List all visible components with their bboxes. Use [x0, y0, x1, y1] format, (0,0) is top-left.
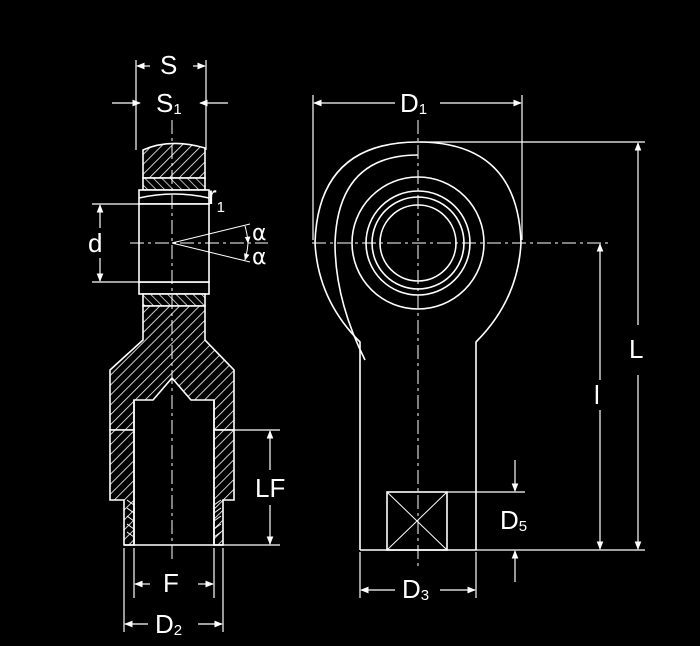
label-s: S — [160, 50, 177, 80]
label-l-upper: L — [629, 334, 643, 364]
section-view — [109, 120, 268, 560]
label-d: d — [88, 228, 102, 258]
label-d1: D1 — [400, 88, 427, 118]
dimensions-left — [92, 60, 280, 632]
thread-ticks — [126, 499, 222, 538]
head-cap-hatched — [142, 142, 206, 179]
label-d2: D2 — [155, 609, 182, 639]
wrench-flat — [386, 491, 448, 551]
race-band-top-2 — [138, 189, 210, 205]
label-f: F — [163, 568, 179, 598]
label-d3: D3 — [402, 574, 429, 604]
label-d5: D5 — [500, 505, 527, 535]
race-band-top — [142, 177, 206, 191]
threaded-body-right — [213, 429, 235, 546]
label-l-lower: l — [594, 380, 600, 410]
label-alpha-top: α — [252, 221, 267, 246]
race-band-bottom-2 — [142, 293, 206, 307]
eye-inner-outline — [334, 154, 419, 361]
threaded-body — [109, 429, 135, 546]
dimensions-right — [312, 95, 645, 598]
label-alpha-bottom: α — [252, 245, 267, 270]
front-view — [312, 120, 610, 570]
label-s1: S1 — [156, 88, 182, 118]
shank-hatched — [109, 305, 235, 431]
label-lf: LF — [255, 473, 285, 503]
label-r1: r1 — [208, 180, 225, 216]
eye-outline — [314, 141, 522, 365]
race-band-bottom — [138, 281, 210, 295]
